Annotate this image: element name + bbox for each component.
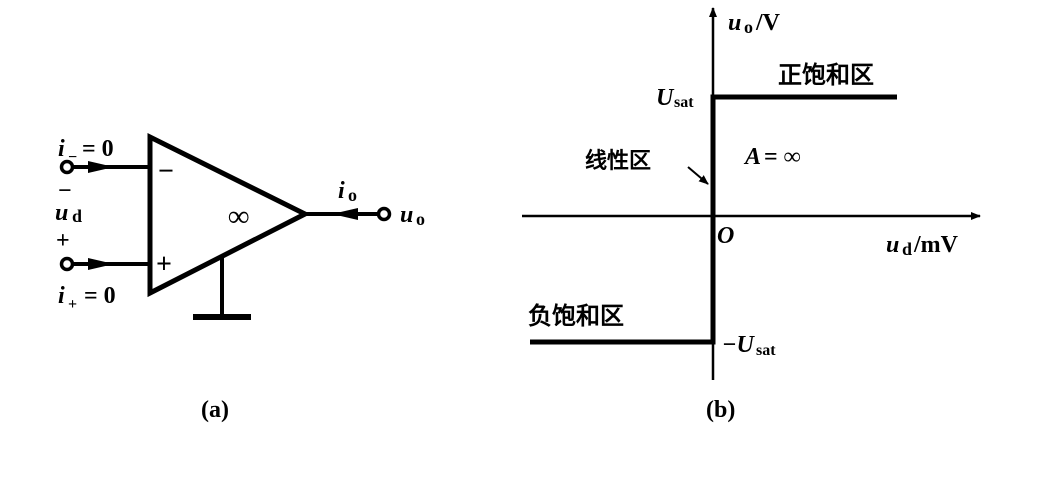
io-label: i (338, 178, 345, 204)
neg-usat-label: −U (722, 332, 756, 358)
ud-sub: d (72, 206, 82, 226)
i-minus-sub: − (68, 149, 77, 166)
x-axis-unit: /mV (913, 232, 959, 258)
opamp-triangle (147, 132, 311, 298)
i-plus-arrow (88, 258, 114, 270)
x-axis-label: u (886, 232, 899, 258)
transfer-characteristic (522, 7, 981, 380)
y-axis-label: u (728, 10, 741, 36)
linear-region-label: 线性区 (585, 148, 651, 173)
ud-minus: − (58, 178, 72, 204)
noninverting-sign: + (156, 249, 172, 280)
x-axis-sub: d (902, 239, 912, 259)
gain-value: = ∞ (764, 144, 801, 170)
i-plus-label: i (58, 283, 65, 309)
i-plus-sub: + (68, 296, 77, 313)
uo-sub: o (416, 209, 425, 229)
noninverting-terminal (59, 256, 75, 272)
ud-label: u (55, 200, 68, 226)
i-plus-value: = 0 (84, 283, 116, 309)
gain-label: A (743, 144, 761, 170)
neg-usat-sub: sat (756, 342, 776, 359)
inverting-terminal (59, 159, 75, 175)
uo-label: u (400, 202, 413, 228)
i-minus-label: i (58, 136, 65, 162)
output-terminal (376, 206, 392, 222)
caption-a: (a) (201, 397, 229, 423)
positive-saturation-label: 正饱和区 (778, 62, 874, 89)
ud-plus: + (56, 228, 70, 254)
caption-b: (b) (706, 397, 735, 423)
opamp-labels: i − = 0 − u d + i + = 0 − + ∞ i o u o (a… (55, 136, 425, 423)
linear-region-pointer (687, 166, 709, 185)
origin-label: O (717, 223, 734, 249)
i-minus-value: = 0 (82, 136, 114, 162)
io-sub: o (348, 185, 357, 205)
characteristic-curve (530, 94, 897, 345)
y-axis-unit: /V (755, 10, 781, 36)
negative-saturation-label: 负饱和区 (528, 303, 624, 330)
y-axis-sub: o (744, 17, 753, 37)
chart-labels: u o /V u d /mV O U sat −U sat 正饱和区 负饱和区 … (528, 10, 959, 423)
usat-label: U (656, 85, 675, 111)
gain-symbol: ∞ (228, 200, 249, 233)
opamp-circuit (59, 132, 392, 320)
usat-sub: sat (674, 94, 694, 111)
io-arrow (332, 208, 358, 220)
i-minus-arrow (88, 161, 114, 173)
inverting-sign: − (158, 156, 174, 187)
